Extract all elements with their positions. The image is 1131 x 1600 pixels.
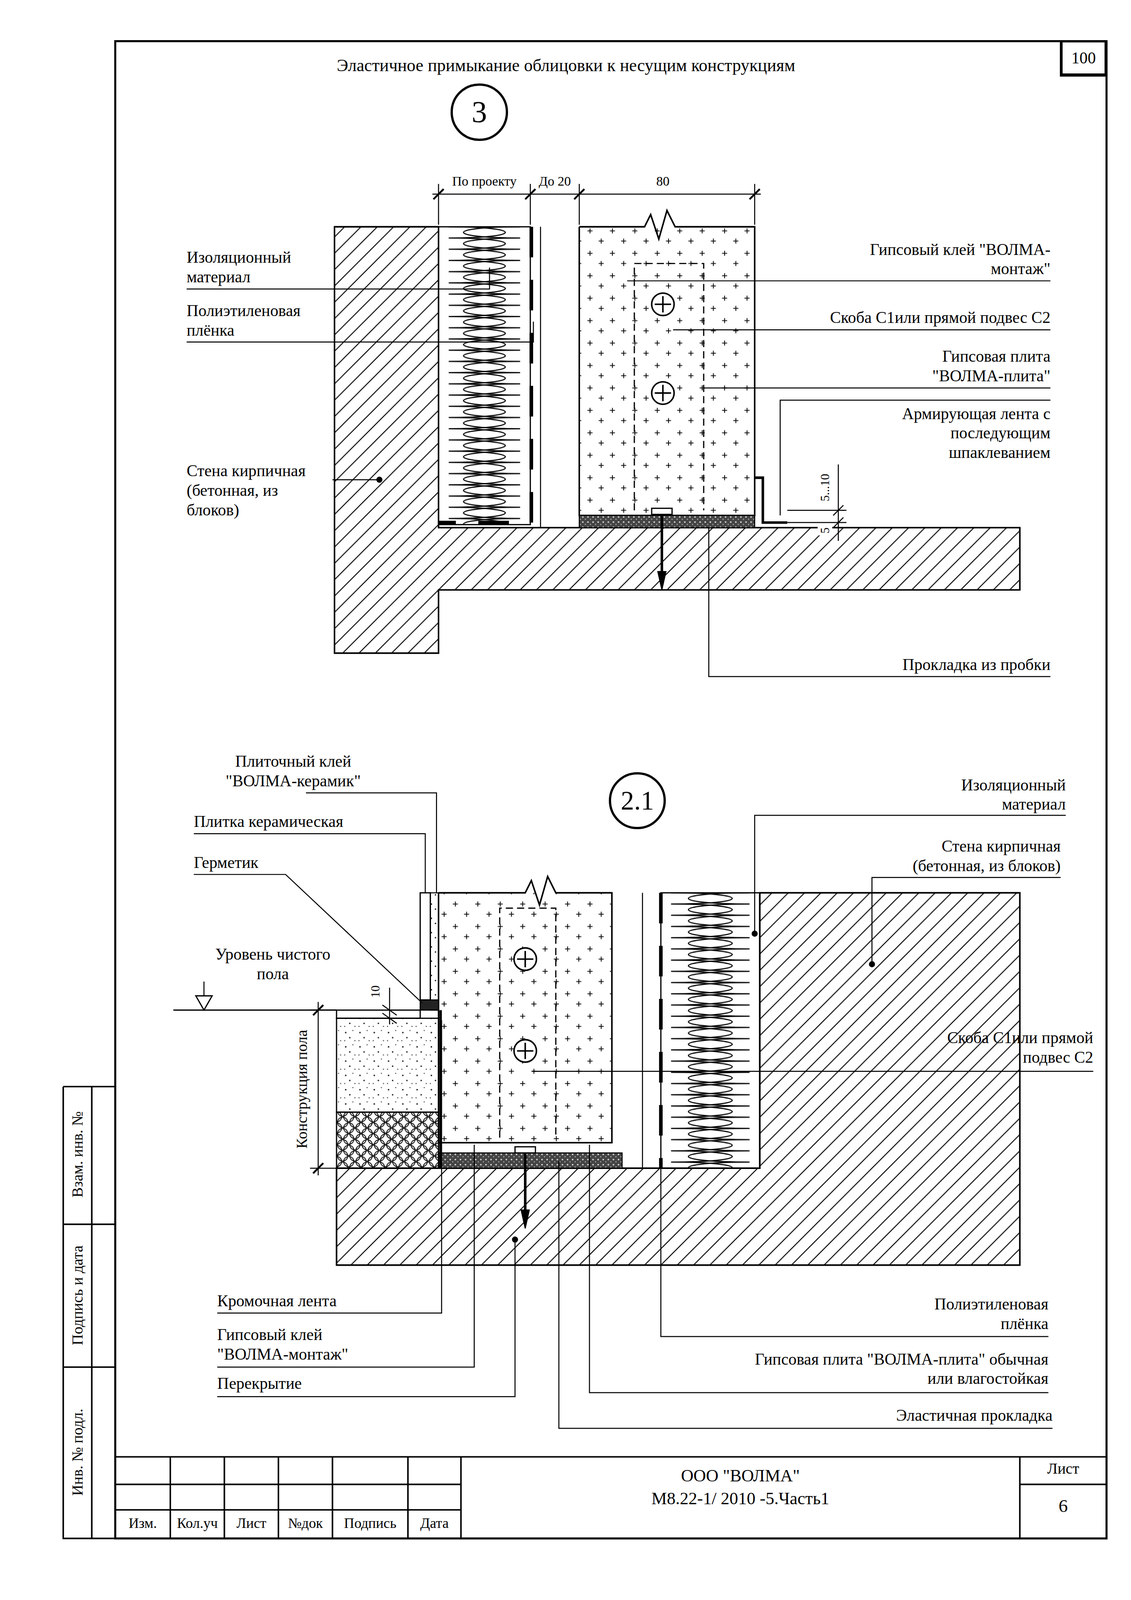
gypsum-plate <box>438 892 613 1143</box>
sheet-title: Эластичное примыкание облицовки к несущи… <box>234 55 898 77</box>
part-label: Прокладка из пробки <box>795 654 1051 675</box>
side-stamp <box>63 1086 116 1539</box>
title-block-cell: Кол.уч <box>170 1514 225 1532</box>
sheet-frame <box>63 41 1107 1539</box>
title-block-cell: Изм. <box>115 1514 171 1532</box>
title-block-cell: Лист <box>224 1514 279 1532</box>
title-block-cell: Дата <box>407 1514 461 1532</box>
dimension <box>432 183 847 541</box>
organization-name: ООО "ВОЛМА" <box>461 1465 1020 1487</box>
page-box <box>1060 41 1107 76</box>
dimension-text: Конструкция пола <box>292 1027 312 1151</box>
callout-number: 3 <box>450 83 508 141</box>
dimension-text: 10 <box>368 983 383 1000</box>
part-label: Герметик <box>193 852 317 873</box>
title-block-cell: №док <box>278 1514 333 1532</box>
bracket <box>634 263 704 511</box>
part-label: Скоба С1или прямой подвес С2 <box>929 1027 1094 1068</box>
tile-adhesive <box>430 892 439 1010</box>
dimension <box>310 987 397 1175</box>
part-label: Изоляционный материал <box>186 247 330 287</box>
part-label: Стена кирпичная (бетонная, из блоков) <box>866 836 1061 876</box>
callout-number-text: 2.1 <box>620 785 654 816</box>
screw-symbol <box>513 947 537 1062</box>
stamp-text: Взам. инв. № <box>68 1109 87 1200</box>
page-number: 100 <box>1060 40 1107 76</box>
sealant <box>420 999 439 1010</box>
reinforcing-tape <box>754 477 788 523</box>
cork-pad <box>579 515 755 528</box>
gap-line <box>642 892 644 1168</box>
screw-symbol <box>651 293 675 405</box>
title-block-cell: Лист <box>1019 1459 1107 1478</box>
elastic-pad <box>438 1152 623 1169</box>
frame-border <box>115 41 1107 1539</box>
stamp-text: Инв. № подл. <box>68 1406 87 1498</box>
dimension-text: По проекту <box>438 173 531 190</box>
title-block-cell: Подпись <box>332 1514 408 1532</box>
stamp-text: Подпись и дата <box>68 1243 87 1348</box>
part-label: Армирующая лента с последующим шпаклеван… <box>856 404 1051 463</box>
dimension-text: До 20 <box>530 173 580 190</box>
part-label: Гипсовая плита "ВОЛМА-плита" обычная или… <box>752 1349 1049 1389</box>
part-label: Уровень чистого пола <box>208 944 337 984</box>
insulation <box>660 892 760 1168</box>
gypsum-plate <box>579 226 755 516</box>
floor-insulation <box>336 1111 439 1168</box>
detail-2-1 <box>173 792 1094 1428</box>
wall-and-slab <box>334 226 1020 654</box>
part-label: Гипсовая плита "ВОЛМА-плита" <box>897 346 1051 386</box>
part-label: Полиэтиленовая плёнка <box>895 1294 1048 1334</box>
part-label: Изоляционный материал <box>923 775 1066 815</box>
sheet-number: 6 <box>1019 1494 1107 1517</box>
leader-lines <box>186 267 1051 677</box>
leader-lines <box>193 792 1094 1428</box>
part-label: Перекрытие <box>217 1373 370 1394</box>
part-label: Стена кирпичная (бетонная, из блоков) <box>186 461 330 520</box>
gap-line <box>539 226 541 528</box>
plate-outline <box>579 210 755 516</box>
wall-and-slab <box>336 892 1020 1265</box>
plate-outline <box>438 876 613 1143</box>
detail-3 <box>186 183 1051 677</box>
pe-film <box>658 892 663 1168</box>
title-block-cols <box>170 1456 1020 1539</box>
part-label: Плиточный клей "ВОЛМА-керамик" <box>203 751 383 791</box>
anchor <box>514 1146 536 1229</box>
dimension-text: 5 <box>817 525 833 535</box>
part-label: Плитка керамическая <box>193 811 419 832</box>
anchor <box>651 508 673 590</box>
bracket <box>499 907 556 1138</box>
ceramic-tile <box>420 892 431 1000</box>
pe-film <box>438 226 532 523</box>
part-label: Гипсовый клей "ВОЛМА-монтаж" <box>217 1324 381 1365</box>
floor-tile <box>336 1010 421 1019</box>
title-block-rows <box>115 1456 1107 1510</box>
insulation <box>438 226 531 525</box>
callout-number: 2.1 <box>608 772 666 830</box>
document-code: М8.22-1/ 2010 -5.Часть1 <box>461 1488 1020 1510</box>
part-label: Эластичная прокладка <box>797 1405 1053 1426</box>
part-label: Гипсовый клей "ВОЛМА-монтаж" <box>866 239 1051 280</box>
part-label: Кромочная лента <box>217 1291 421 1311</box>
floor-level <box>173 981 337 1011</box>
callout-number-text: 3 <box>471 94 488 130</box>
floor-screed <box>336 1018 439 1113</box>
dimension-text: 5...10 <box>817 472 833 504</box>
part-label: Скоба С1или прямой подвес С2 <box>744 307 1051 328</box>
part-label: Полиэтиленовая плёнка <box>186 300 340 341</box>
page-number-text: 100 <box>1071 48 1096 68</box>
dimension-text: 80 <box>632 173 694 190</box>
